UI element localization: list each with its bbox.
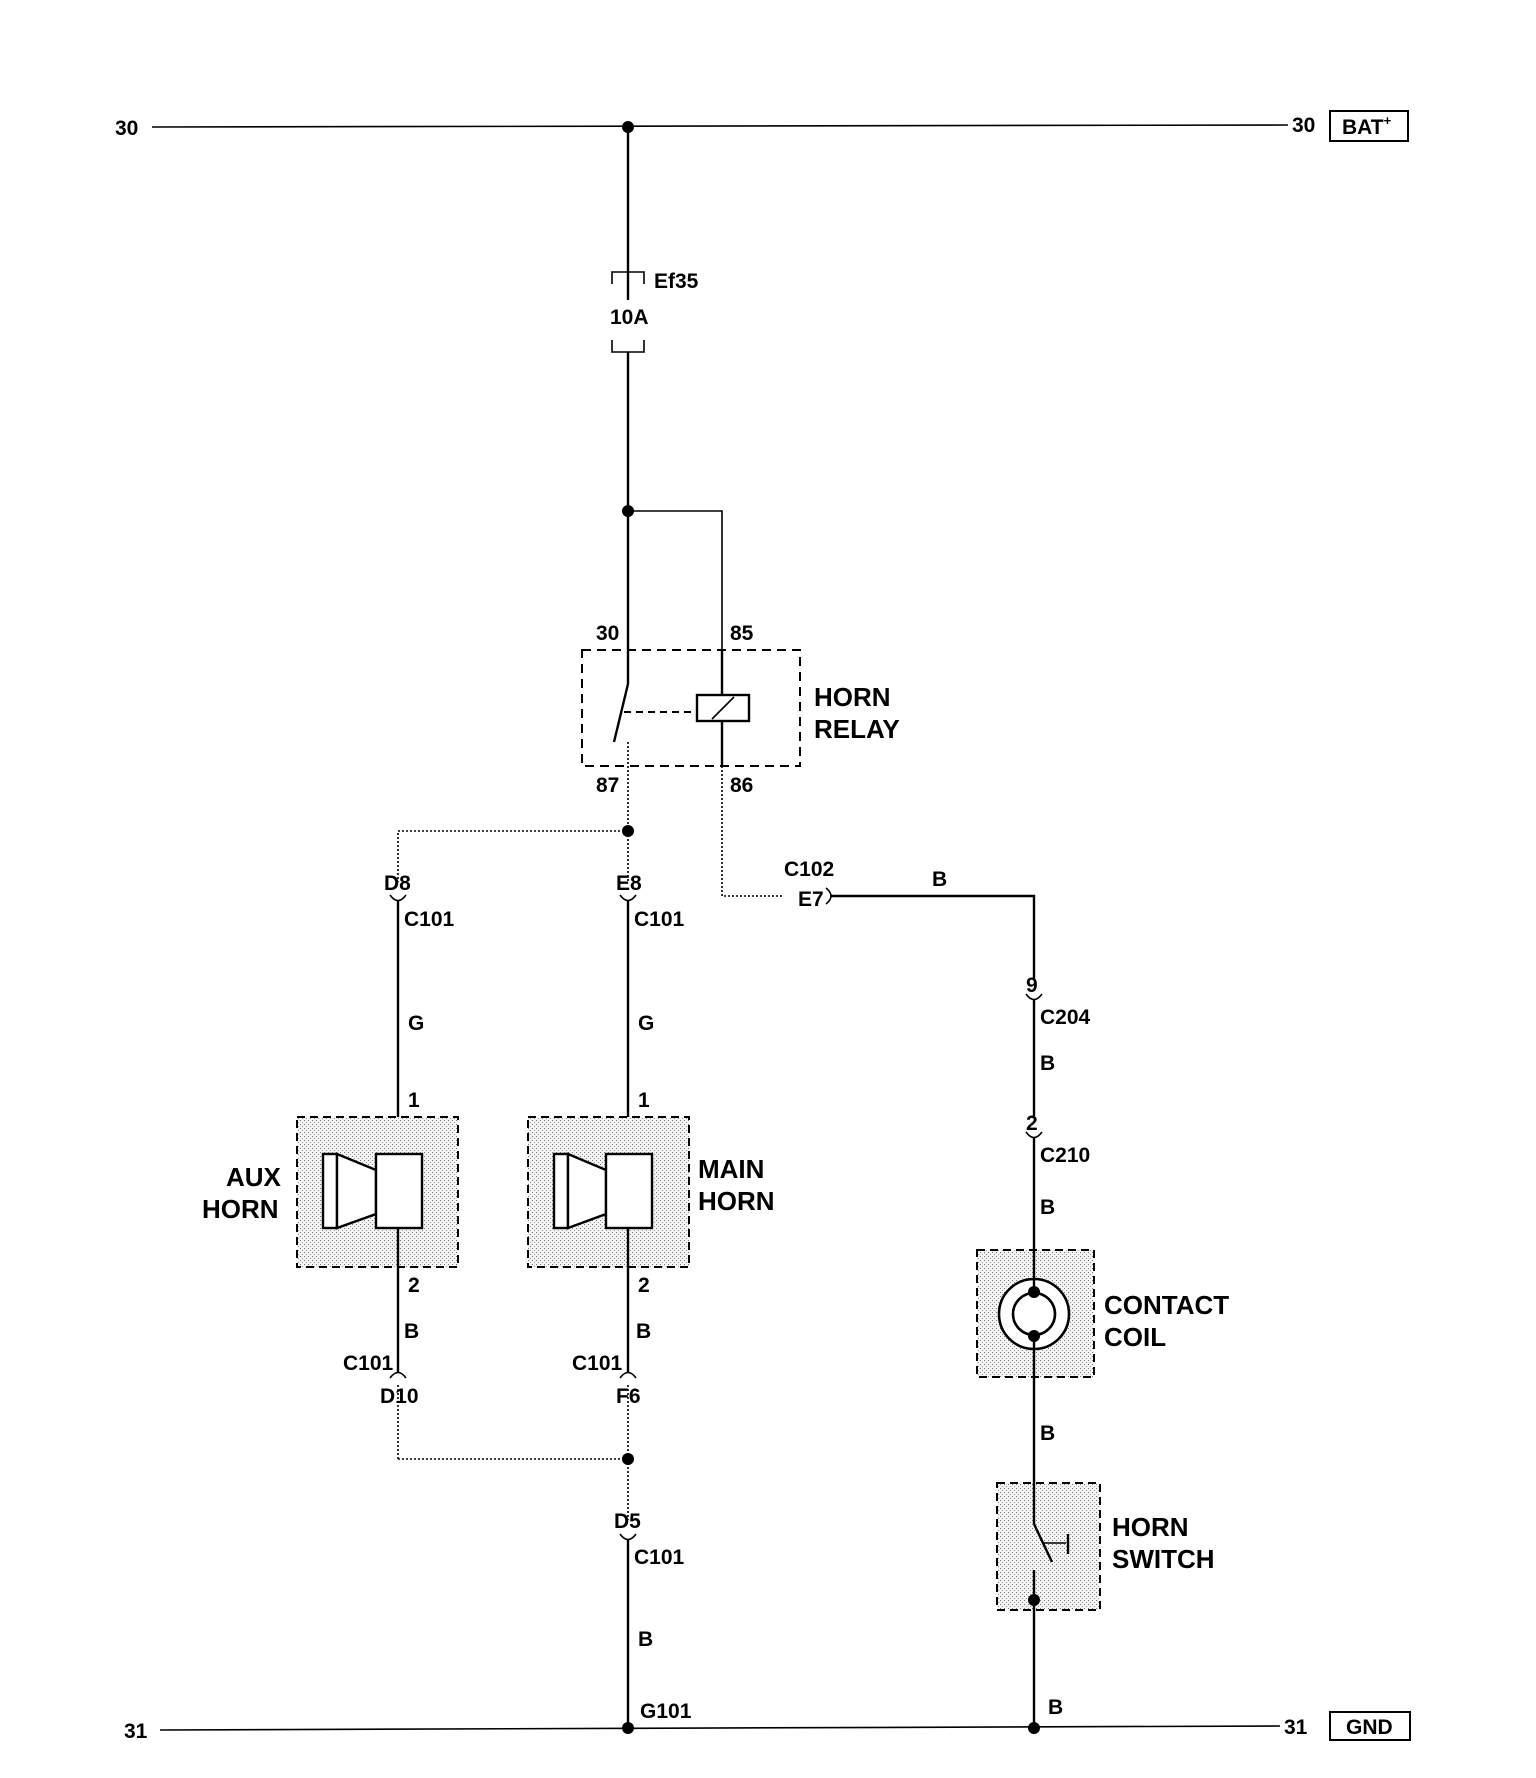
main-horn-label-line1: MAIN xyxy=(698,1154,764,1184)
connector-f6: F6 xyxy=(616,1385,641,1408)
contact-coil-icon xyxy=(997,1250,1071,1351)
horn-switch-label-line1: HORN xyxy=(1112,1512,1189,1542)
aux-horn-label-line1: AUX xyxy=(226,1162,282,1192)
connector-c204-pin: 9 xyxy=(1026,974,1038,997)
connector-d5-c101: C101 xyxy=(634,1546,685,1569)
wire-color-aux-bottom: B xyxy=(404,1320,419,1343)
fuse-name: Ef35 xyxy=(654,270,699,293)
ground-g101: G101 xyxy=(640,1700,692,1723)
connector-e7: E7 xyxy=(798,888,824,911)
contact-coil-label-line2: COIL xyxy=(1104,1322,1166,1352)
wire-color-coil-switch: B xyxy=(1040,1422,1055,1445)
aux-horn-pin-1: 1 xyxy=(408,1089,420,1112)
bat-plus-tag xyxy=(1329,110,1409,142)
relay-pin-30: 30 xyxy=(596,622,619,645)
bat-tag-text: BAT+ xyxy=(1342,113,1392,139)
wire-color-main-top: G xyxy=(638,1012,654,1035)
wire-color-ground-main: B xyxy=(638,1628,653,1651)
relay-box xyxy=(581,649,801,767)
main-horn-branch: E8 C101 G 1 2 B C101 F6 MAIN HORN xyxy=(527,872,775,1408)
relay-switch-contact xyxy=(612,683,630,743)
main-horn-label-line2: HORN xyxy=(698,1186,775,1216)
aux-horn-pin-2: 2 xyxy=(408,1274,420,1297)
aux-horn-label-line2: HORN xyxy=(202,1194,279,1224)
gnd-tag-text: GND xyxy=(1346,1716,1393,1739)
rail-bottom-right-number: 31 xyxy=(1284,1716,1308,1739)
wire-color-aux-top: G xyxy=(408,1012,424,1035)
rail-top-right-number: 30 xyxy=(1292,114,1315,137)
connector-c204: C204 xyxy=(1040,1006,1091,1029)
relay-pin-85: 85 xyxy=(730,622,754,645)
connector-e8-c101: C101 xyxy=(634,908,685,931)
horn-switch-box xyxy=(996,1482,1101,1611)
rail-top-left-number: 30 xyxy=(115,117,138,140)
contact-coil-label-line1: CONTACT xyxy=(1104,1290,1229,1320)
relay-title-line2: RELAY xyxy=(814,714,900,744)
horn-relay: 30 85 87 86 HORN RELAY xyxy=(581,511,900,797)
connector-d10-c101: C101 xyxy=(343,1352,394,1375)
wire-relay-85-feed xyxy=(628,510,723,650)
wire-color-c210-coil: B xyxy=(1040,1196,1055,1219)
horn-switch-icon xyxy=(1028,1483,1070,1606)
horn-switch-path: C102 E7 B 9 C204 B 2 C210 B CONTACT COIL… xyxy=(721,766,1229,1734)
main-horn-pin-2: 2 xyxy=(638,1274,650,1297)
fuse-rating: 10A xyxy=(610,306,649,329)
connector-d8: D8 xyxy=(384,872,411,895)
wire-aux-feed xyxy=(397,830,628,882)
ground-rail: 31 31 GND xyxy=(124,1711,1411,1743)
relay-pin-86: 86 xyxy=(730,774,753,797)
wire-color-main-bottom: B xyxy=(636,1320,651,1343)
relay-pin-87: 87 xyxy=(596,774,619,797)
connector-d8-c101: C101 xyxy=(404,908,455,931)
relay-title-line1: HORN xyxy=(814,682,891,712)
horn-switch-label-line2: SWITCH xyxy=(1112,1544,1215,1574)
main-horn-pin-1: 1 xyxy=(638,1089,650,1112)
wire-color-ground-switch: B xyxy=(1048,1696,1063,1719)
connector-e8: E8 xyxy=(616,872,642,895)
main-horn-icon xyxy=(552,1152,654,1230)
rail-bottom-left-number: 31 xyxy=(124,1720,148,1743)
connector-d5: D5 xyxy=(614,1510,641,1533)
battery-rail: 30 30 BAT+ xyxy=(115,110,1409,142)
connector-f6-c101: C101 xyxy=(572,1352,623,1375)
connector-c210-pin: 2 xyxy=(1026,1112,1038,1135)
wire-color-relay-out: B xyxy=(932,868,947,891)
connector-d10: D10 xyxy=(380,1385,419,1408)
fuse-ef35: Ef35 10A xyxy=(610,127,699,517)
aux-horn-branch: D8 C101 G 1 2 B C101 D10 AUX HORN xyxy=(202,872,459,1408)
ground-path-main: D5 C101 B G101 xyxy=(614,1510,692,1734)
aux-horn-icon xyxy=(321,1152,424,1230)
gnd-tag xyxy=(1329,1711,1411,1741)
connector-c102: C102 xyxy=(784,858,834,881)
connector-c210: C210 xyxy=(1040,1144,1090,1167)
wire-color-c204-c210: B xyxy=(1040,1052,1055,1075)
